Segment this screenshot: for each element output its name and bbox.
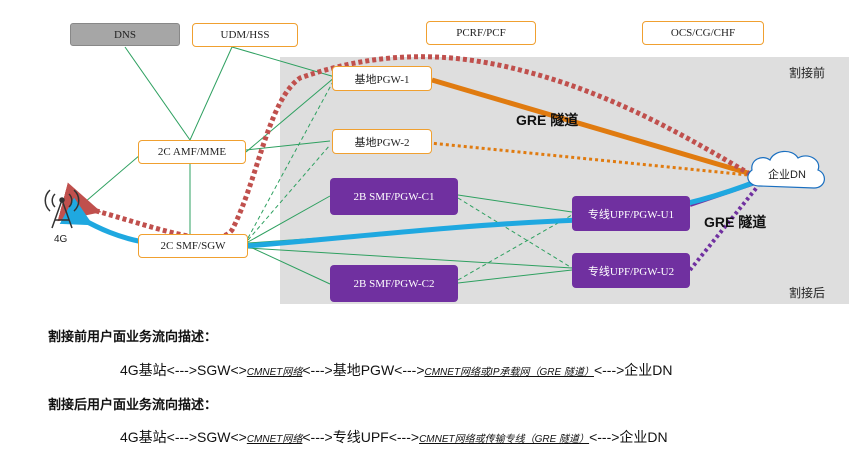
base-station-label: 4G [54, 234, 68, 245]
pcrf-node: PCRF/PCF [426, 21, 536, 45]
before-desc-p2: CMNET网络 [246, 367, 303, 378]
pgw1-node: 基地PGW-1 [332, 66, 432, 91]
after-desc-p3: <--->专线UPF<---> [302, 429, 420, 445]
orange-dotted-link [409, 139, 759, 178]
after-description-line: 4G基站<--->SGW<>CMNET网络<--->专线UPF<--->CMNE… [120, 427, 668, 447]
after-desc-p2: CMNET网络 [246, 434, 303, 445]
cloud-icon [747, 150, 825, 189]
before-desc-p1: 4G基站<--->SGW<> [120, 362, 247, 378]
gre-tunnel-label-bottom: GRE 隧道 [704, 214, 767, 230]
after-desc-p5: <--->企业DN [589, 429, 668, 445]
upf-u2-node: 专线UPF/PGW-U2 [572, 253, 690, 288]
amf-node: 2C AMF/MME [138, 140, 246, 164]
before-desc-p4: CMNET网络或IP承载网（GRE 隧道） [424, 367, 594, 378]
gre-tunnel-label-top: GRE 隧道 [516, 112, 579, 128]
after-description-title: 割接后用户面业务流向描述： [48, 397, 218, 412]
dns-node: DNS [70, 23, 180, 46]
smf-c2-node: 2B SMF/PGW-C2 [330, 265, 458, 302]
before-description-line: 4G基站<--->SGW<>CMNET网络<--->基地PGW<--->CMNE… [120, 360, 673, 380]
antenna-icon [44, 189, 80, 229]
after-desc-p1: 4G基站<--->SGW<> [120, 429, 247, 445]
smf-sgw-node: 2C SMF/SGW [138, 234, 248, 258]
pgw2-node: 基地PGW-2 [332, 129, 432, 154]
before-zone-label: 割接前 [789, 66, 826, 80]
before-desc-p3: <--->基地PGW<---> [302, 362, 425, 378]
smf-c1-node: 2B SMF/PGW-C1 [330, 178, 458, 215]
before-desc-p5: <--->企业DN [593, 362, 673, 378]
purple-dotted-link [688, 184, 760, 272]
udm-node: UDM/HSS [192, 23, 298, 47]
orange-gre-link [431, 77, 759, 179]
green-dashed-links [247, 77, 573, 281]
after-zone-label: 割接后 [789, 286, 826, 300]
upf-u1-node: 专线UPF/PGW-U1 [572, 196, 690, 231]
before-description-title: 割接前用户面业务流向描述： [48, 329, 218, 344]
enterprise-dn-label: 企业DN [768, 169, 806, 181]
after-desc-p4: CMNET网络或传输专线（GRE 隧道） [419, 434, 590, 445]
ocs-node: OCS/CG/CHF [642, 21, 764, 45]
